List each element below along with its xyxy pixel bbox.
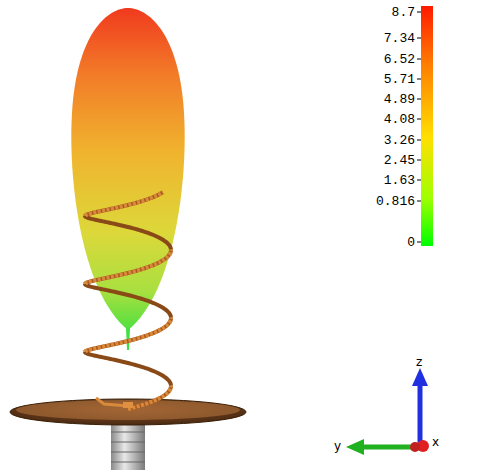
tick-mark — [417, 201, 421, 202]
color-scale-value: 8.7 — [392, 6, 415, 19]
coax-connector — [111, 420, 145, 470]
tick-mark — [417, 119, 421, 120]
feed-point — [123, 402, 133, 408]
tick-mark — [417, 180, 421, 181]
color-bar-ticks — [417, 12, 421, 242]
helix-wire — [85, 192, 171, 409]
axis-label: x — [432, 436, 439, 448]
ground-plane — [10, 399, 246, 425]
color-scale-value: 4.08 — [384, 113, 415, 126]
tick-mark — [417, 38, 421, 39]
tick-mark — [417, 242, 421, 243]
tick-mark — [417, 99, 421, 100]
color-scale-value: 7.34 — [384, 32, 415, 45]
color-scale-value: 3.26 — [384, 134, 415, 147]
x-axis-base — [410, 442, 420, 452]
color-scale-value: 1.63 — [384, 174, 415, 187]
color-bar — [421, 6, 433, 246]
connector-rings — [111, 432, 145, 462]
y-arrowhead — [346, 439, 364, 455]
tick-mark — [417, 59, 421, 60]
tick-mark — [417, 12, 421, 13]
tick-mark — [417, 79, 421, 80]
color-scale-value: 0 — [407, 236, 415, 249]
color-scale-value: 2.45 — [384, 154, 415, 167]
axis-label: z — [416, 356, 422, 368]
color-scale-value: 4.89 — [384, 93, 415, 106]
color-scale-value: 5.71 — [384, 73, 415, 86]
ground-plane-top — [16, 400, 240, 420]
tick-mark — [417, 160, 421, 161]
color-scale-value: 0.816 — [376, 195, 415, 208]
helix-wire — [85, 216, 171, 386]
z-axis — [418, 384, 423, 447]
color-scale-value: 6.52 — [384, 53, 415, 66]
helix-wire — [85, 192, 171, 409]
axis-label: y — [334, 440, 341, 452]
z-arrowhead — [412, 368, 428, 386]
tick-mark — [417, 140, 421, 141]
